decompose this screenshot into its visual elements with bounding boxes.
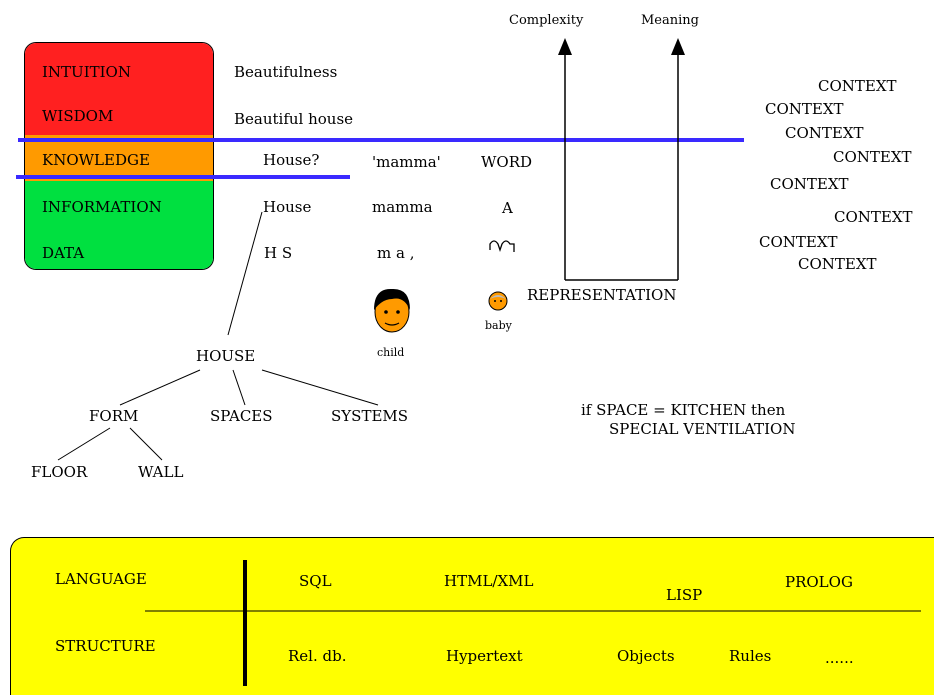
complexity-arrowhead: [558, 38, 572, 55]
tree-spaces: SPACES: [210, 407, 273, 425]
context-word: CONTEXT: [770, 175, 849, 193]
meaning-arrowhead: [671, 38, 685, 55]
context-word: CONTEXT: [759, 233, 838, 251]
language-prolog: PROLOG: [785, 573, 853, 591]
representation-label: REPRESENTATION: [527, 286, 677, 304]
meaning-label: Meaning: [641, 13, 699, 28]
rule-line-2: SPECIAL VENTILATION: [609, 420, 796, 438]
word-information: A: [502, 199, 513, 217]
tree-line-floor: [57, 427, 111, 461]
language-sql: SQL: [299, 572, 332, 590]
layer-information: INFORMATION: [42, 198, 162, 216]
structure-label: STRUCTURE: [55, 637, 156, 655]
structure-more: ......: [825, 649, 854, 667]
house-data: H S: [264, 244, 293, 262]
child-label: child: [377, 346, 405, 359]
language-lisp: LISP: [666, 586, 703, 604]
mamma-data: m a ,: [377, 244, 415, 262]
house-information: House: [263, 198, 312, 216]
structure-objects: Objects: [617, 647, 675, 665]
mamma-information: mamma: [372, 198, 433, 216]
context-word: CONTEXT: [785, 124, 864, 142]
language-box-lines: [145, 560, 921, 686]
structure-rules: Rules: [729, 647, 772, 665]
baby-face-icon: [488, 291, 508, 311]
house-intuition: Beautifulness: [234, 63, 338, 81]
structure-rel-db: Rel. db.: [288, 647, 347, 665]
red-band: [25, 43, 213, 135]
context-word: CONTEXT: [833, 148, 912, 166]
structure-hypertext: Hypertext: [446, 647, 523, 665]
complexity-label: Complexity: [509, 13, 584, 28]
language-html-xml: HTML/XML: [444, 572, 534, 590]
language-label: LANGUAGE: [55, 570, 147, 588]
language-structure-box: LANGUAGE STRUCTURE SQL HTML/XML LISP PRO…: [10, 537, 934, 695]
layer-data: DATA: [42, 244, 85, 262]
tree-line-form: [119, 369, 201, 406]
context-word: CONTEXT: [834, 208, 913, 226]
baby-label: baby: [485, 319, 512, 332]
context-word: CONTEXT: [765, 100, 844, 118]
tree-form: FORM: [89, 407, 139, 425]
tree-line-wall: [129, 427, 163, 461]
knowledge-layer-box: INTUITION WISDOM KNOWLEDGE INFORMATION D…: [24, 42, 214, 270]
layer-intuition: INTUITION: [42, 63, 131, 81]
mamma-knowledge: 'mamma': [372, 153, 441, 171]
child-face-icon: [374, 288, 410, 333]
house-wisdom: Beautiful house: [234, 110, 354, 128]
word-knowledge: WORD: [481, 153, 533, 171]
tree-line-systems: [261, 369, 379, 406]
orange-band: [25, 135, 213, 181]
waveform-icon: [489, 240, 515, 253]
context-word: CONTEXT: [818, 77, 897, 95]
green-band: [25, 181, 213, 269]
context-word: CONTEXT: [798, 255, 877, 273]
rule-line-1: if SPACE = KITCHEN then: [581, 401, 786, 419]
house-to-tree-line: [227, 211, 263, 336]
house-knowledge: House?: [263, 151, 320, 169]
tree-wall: WALL: [138, 463, 184, 481]
layer-wisdom: WISDOM: [42, 107, 114, 125]
tree-root-house: HOUSE: [196, 347, 256, 365]
tree-systems: SYSTEMS: [331, 407, 409, 425]
tree-floor: FLOOR: [31, 463, 88, 481]
layer-knowledge: KNOWLEDGE: [42, 151, 150, 169]
tree-line-spaces: [232, 369, 246, 406]
